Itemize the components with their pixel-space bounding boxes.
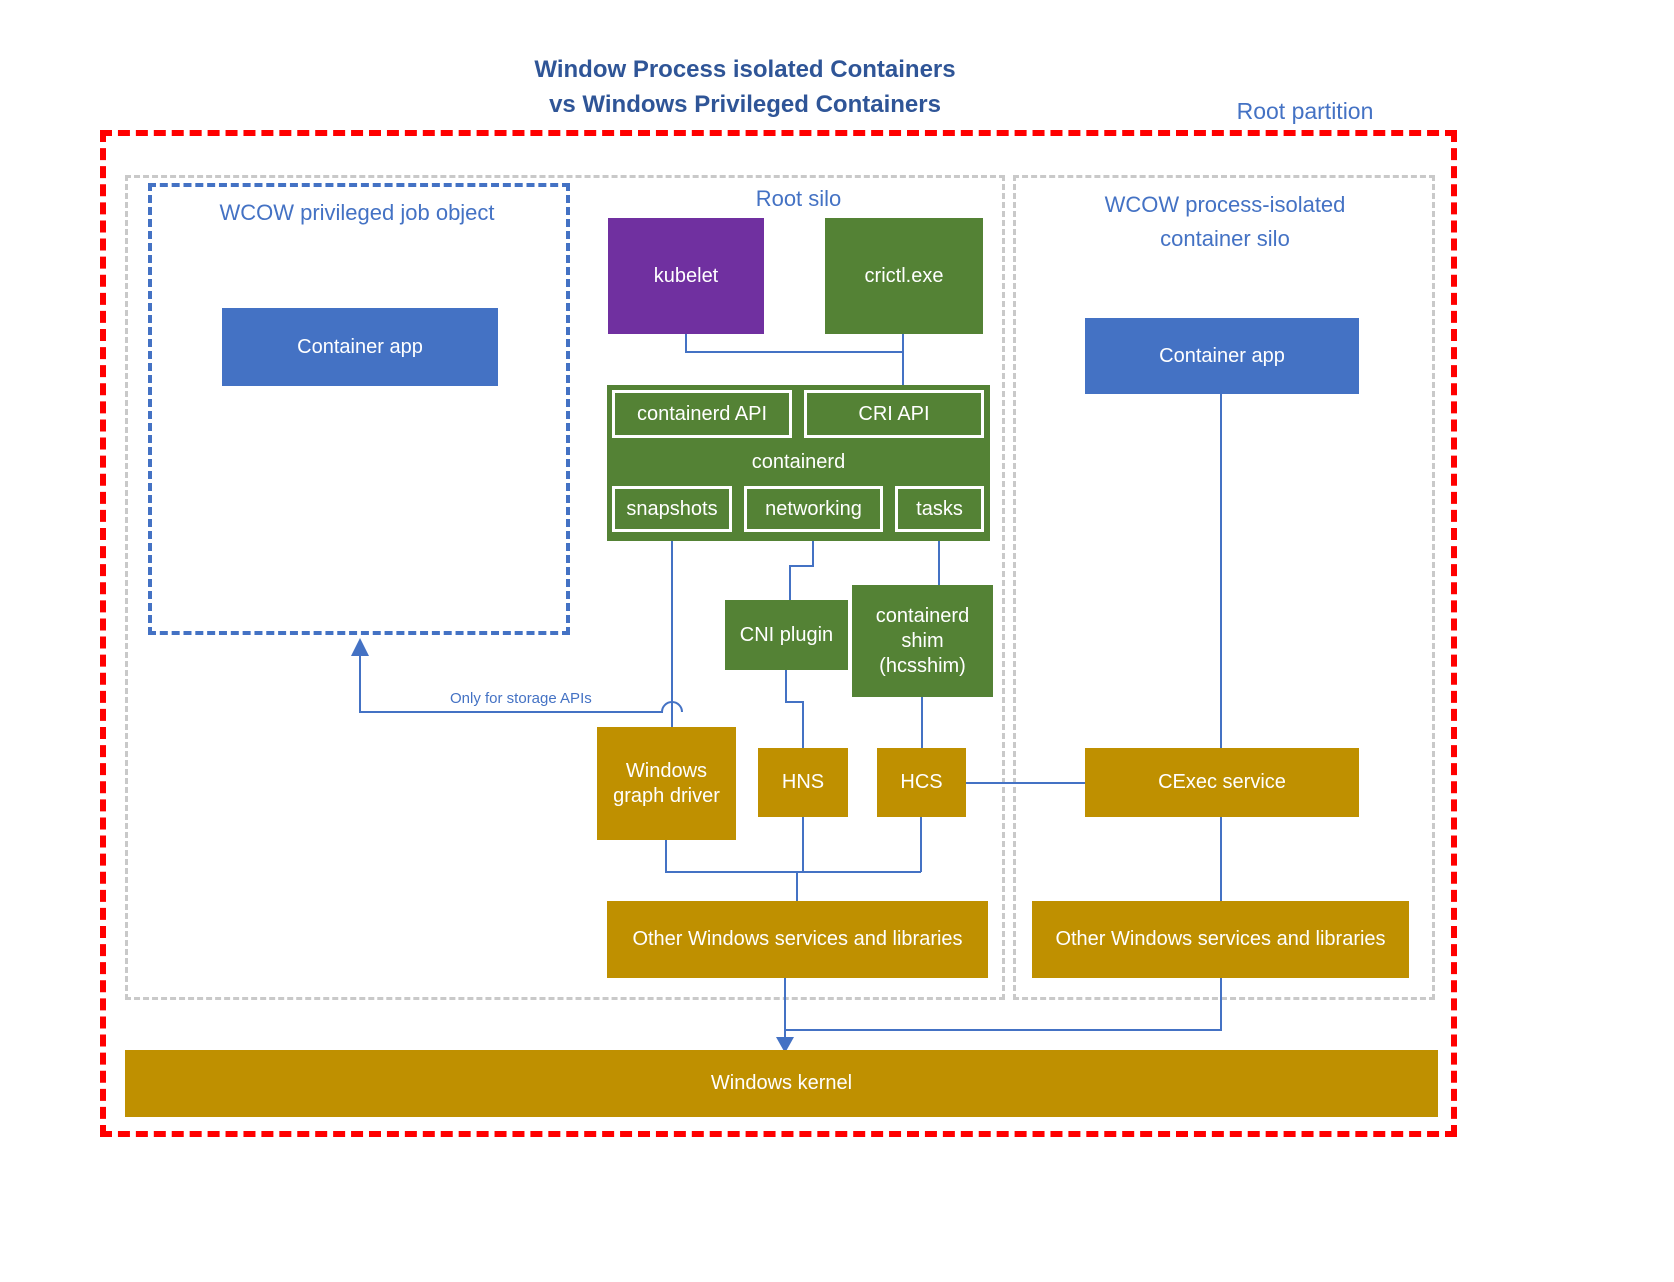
windows-kernel-box: Windows kernel (125, 1050, 1438, 1117)
containerd-api-box: containerd API (612, 390, 792, 438)
root-silo-border (125, 175, 1005, 1000)
connector-right-services-merge (785, 978, 1222, 1031)
connector-networking-to-cni (789, 531, 814, 600)
cexec-service-box: CExec service (1085, 748, 1359, 817)
root-partition-label: Root partition (1236, 98, 1374, 124)
containerd-shim-box: containerd shim (hcsshim) (852, 585, 993, 697)
only-for-storage-apis-note: Only for storage APIs (450, 690, 592, 707)
other-windows-services-left-box: Other Windows services and libraries (607, 901, 988, 978)
container-app-right-box: Container app (1085, 318, 1359, 394)
cri-api-box: CRI API (804, 390, 984, 438)
wcow-privileged-job-object-label: WCOW privileged job object (219, 200, 495, 225)
snapshots-box: snapshots (612, 486, 732, 532)
root-silo-label: Root silo (755, 186, 842, 211)
networking-box: networking (744, 486, 883, 532)
container-app-left-box: Container app (222, 308, 498, 386)
crictl-box: crictl.exe (825, 218, 983, 334)
hns-box: HNS (758, 748, 848, 817)
title-line-2: vs Windows Privileged Containers (549, 91, 941, 118)
kubelet-box: kubelet (608, 218, 764, 334)
wcow-container-silo-border (1013, 175, 1435, 1000)
connector-storage-apis (359, 654, 683, 713)
wcow-privileged-job-object-border (148, 183, 570, 635)
connector-merge-bus (665, 840, 921, 873)
arrowhead-up (351, 638, 369, 656)
root-partition-border (100, 130, 1457, 1137)
diagram-title: Window Process isolated Containers vs Wi… (420, 52, 1070, 122)
connector-cni-to-hns (785, 670, 804, 748)
containerd-label: containerd (751, 450, 846, 473)
title-line-1: Window Process isolated Containers (534, 56, 956, 83)
arrowhead-down (776, 1037, 794, 1053)
windows-graph-driver-box: Windows graph driver (597, 727, 736, 840)
other-windows-services-right-box: Other Windows services and libraries (1032, 901, 1409, 978)
connector-kubelet-to-cri (685, 334, 903, 353)
hcs-box: HCS (877, 748, 966, 817)
wcow-process-isolated-silo-label: WCOW process-isolated container silo (1104, 192, 1346, 251)
tasks-box: tasks (895, 486, 984, 532)
cni-plugin-box: CNI plugin (725, 600, 848, 670)
